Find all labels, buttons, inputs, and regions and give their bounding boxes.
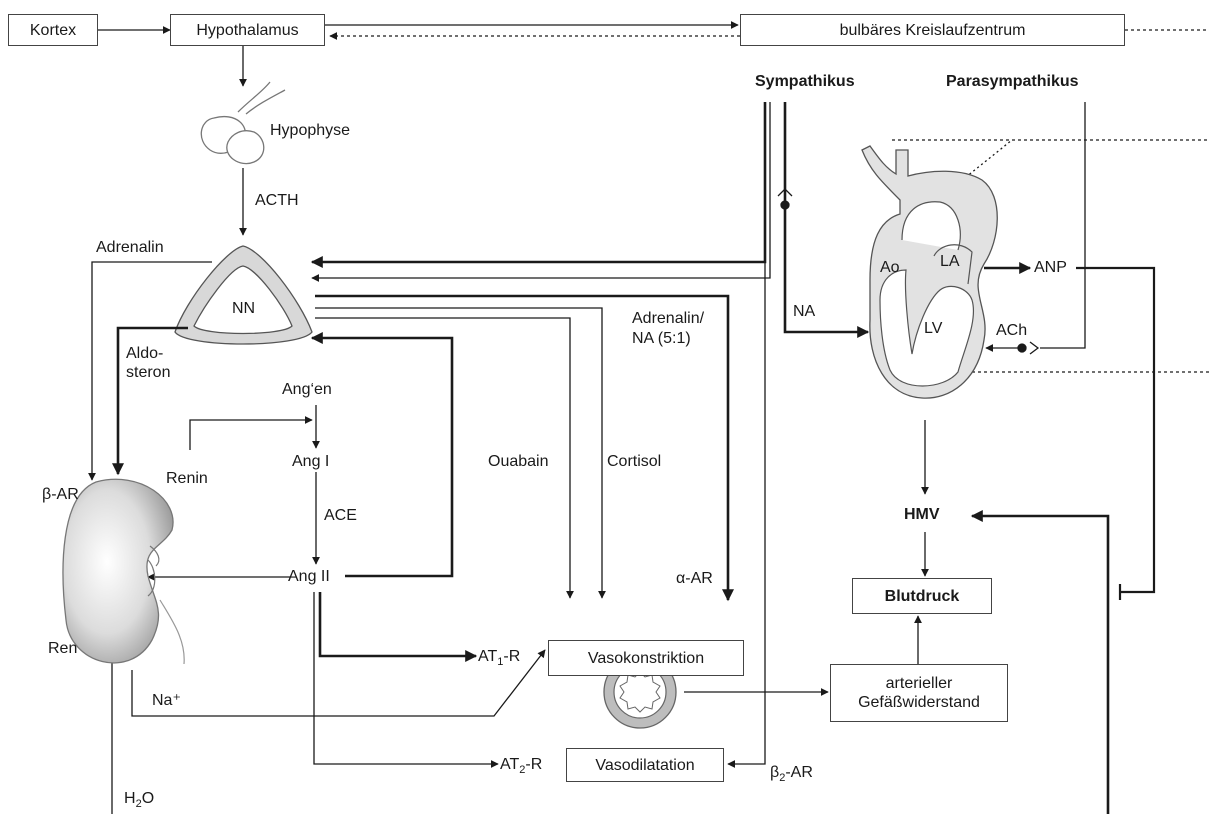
- aldosteron-line2: steron: [126, 364, 170, 382]
- vasodilatation-box: Vasodilatation: [566, 748, 724, 782]
- acth-label: ACTH: [255, 192, 299, 210]
- blutdruck-label: Blutdruck: [885, 587, 960, 606]
- sympathikus-label: Sympathikus: [755, 73, 855, 91]
- adrenalin-na-line2: NA (5:1): [632, 330, 691, 348]
- kidney-drawing: [63, 479, 184, 664]
- h2o-main: H: [124, 790, 136, 807]
- lv-label: LV: [924, 320, 942, 338]
- at1-label: AT1-R: [478, 648, 520, 671]
- widerstand-box: arterieller Gefäßwiderstand: [830, 664, 1008, 722]
- adrenalin-label: Adrenalin: [96, 239, 164, 257]
- kortex-label: Kortex: [30, 21, 76, 40]
- parasympathikus-label: Parasympathikus: [946, 73, 1079, 91]
- ouabain-label: Ouabain: [488, 453, 549, 471]
- at1-end: -R: [503, 648, 520, 665]
- na-label: NA: [793, 303, 815, 321]
- widerstand-line1: arterieller: [886, 674, 953, 693]
- nn-label: NN: [232, 300, 255, 318]
- ach-label: ACh: [996, 322, 1027, 340]
- adrenalin-na-line1: Adrenalin/: [632, 310, 704, 328]
- la-label: LA: [940, 253, 960, 271]
- at1-main: AT: [478, 648, 497, 665]
- hypophyse-label: Hypophyse: [270, 122, 350, 140]
- kreislaufzentrum-label: bulbäres Kreislaufzentrum: [840, 21, 1026, 40]
- at2-end: -R: [525, 756, 542, 773]
- beta-ar-label: β-AR: [42, 486, 79, 504]
- ang2-label: Ang II: [288, 568, 330, 586]
- at2-main: AT: [500, 756, 519, 773]
- vasodilatation-label: Vasodilatation: [595, 756, 694, 775]
- hypothalamus-box: Hypothalamus: [170, 14, 325, 46]
- blutdruck-box: Blutdruck: [852, 578, 992, 614]
- at2-label: AT2-R: [500, 756, 542, 779]
- beta2-end: -AR: [785, 764, 813, 781]
- ace-label: ACE: [324, 507, 357, 525]
- adrenal-gland-nn: [175, 246, 312, 344]
- h2o-label: H2O: [124, 790, 154, 813]
- ao-label: Ao: [880, 259, 900, 277]
- alpha-ar-label: α-AR: [676, 570, 713, 588]
- ren-label: Ren: [48, 640, 77, 658]
- vasokonstriktion-box: Vasokonstriktion: [548, 640, 744, 676]
- ang1-label: Ang I: [292, 453, 329, 471]
- renin-label: Renin: [166, 470, 208, 488]
- kreislaufzentrum-box: bulbäres Kreislaufzentrum: [740, 14, 1125, 46]
- na-plus-label: Na⁺: [152, 692, 181, 710]
- beta2-main: β: [770, 764, 779, 781]
- beta2-ar-label: β2-AR: [770, 764, 813, 787]
- vasokonstriktion-label: Vasokonstriktion: [588, 649, 704, 668]
- widerstand-line2: Gefäßwiderstand: [858, 693, 980, 712]
- hmv-label: HMV: [900, 506, 944, 524]
- hypothalamus-label: Hypothalamus: [196, 21, 298, 40]
- angen-label: Ang‘en: [282, 381, 332, 399]
- anp-label: ANP: [1034, 259, 1067, 277]
- aldosteron-line1: Aldo-: [126, 345, 163, 363]
- cortisol-label: Cortisol: [607, 453, 661, 471]
- h2o-end: O: [142, 790, 154, 807]
- kortex-box: Kortex: [8, 14, 98, 46]
